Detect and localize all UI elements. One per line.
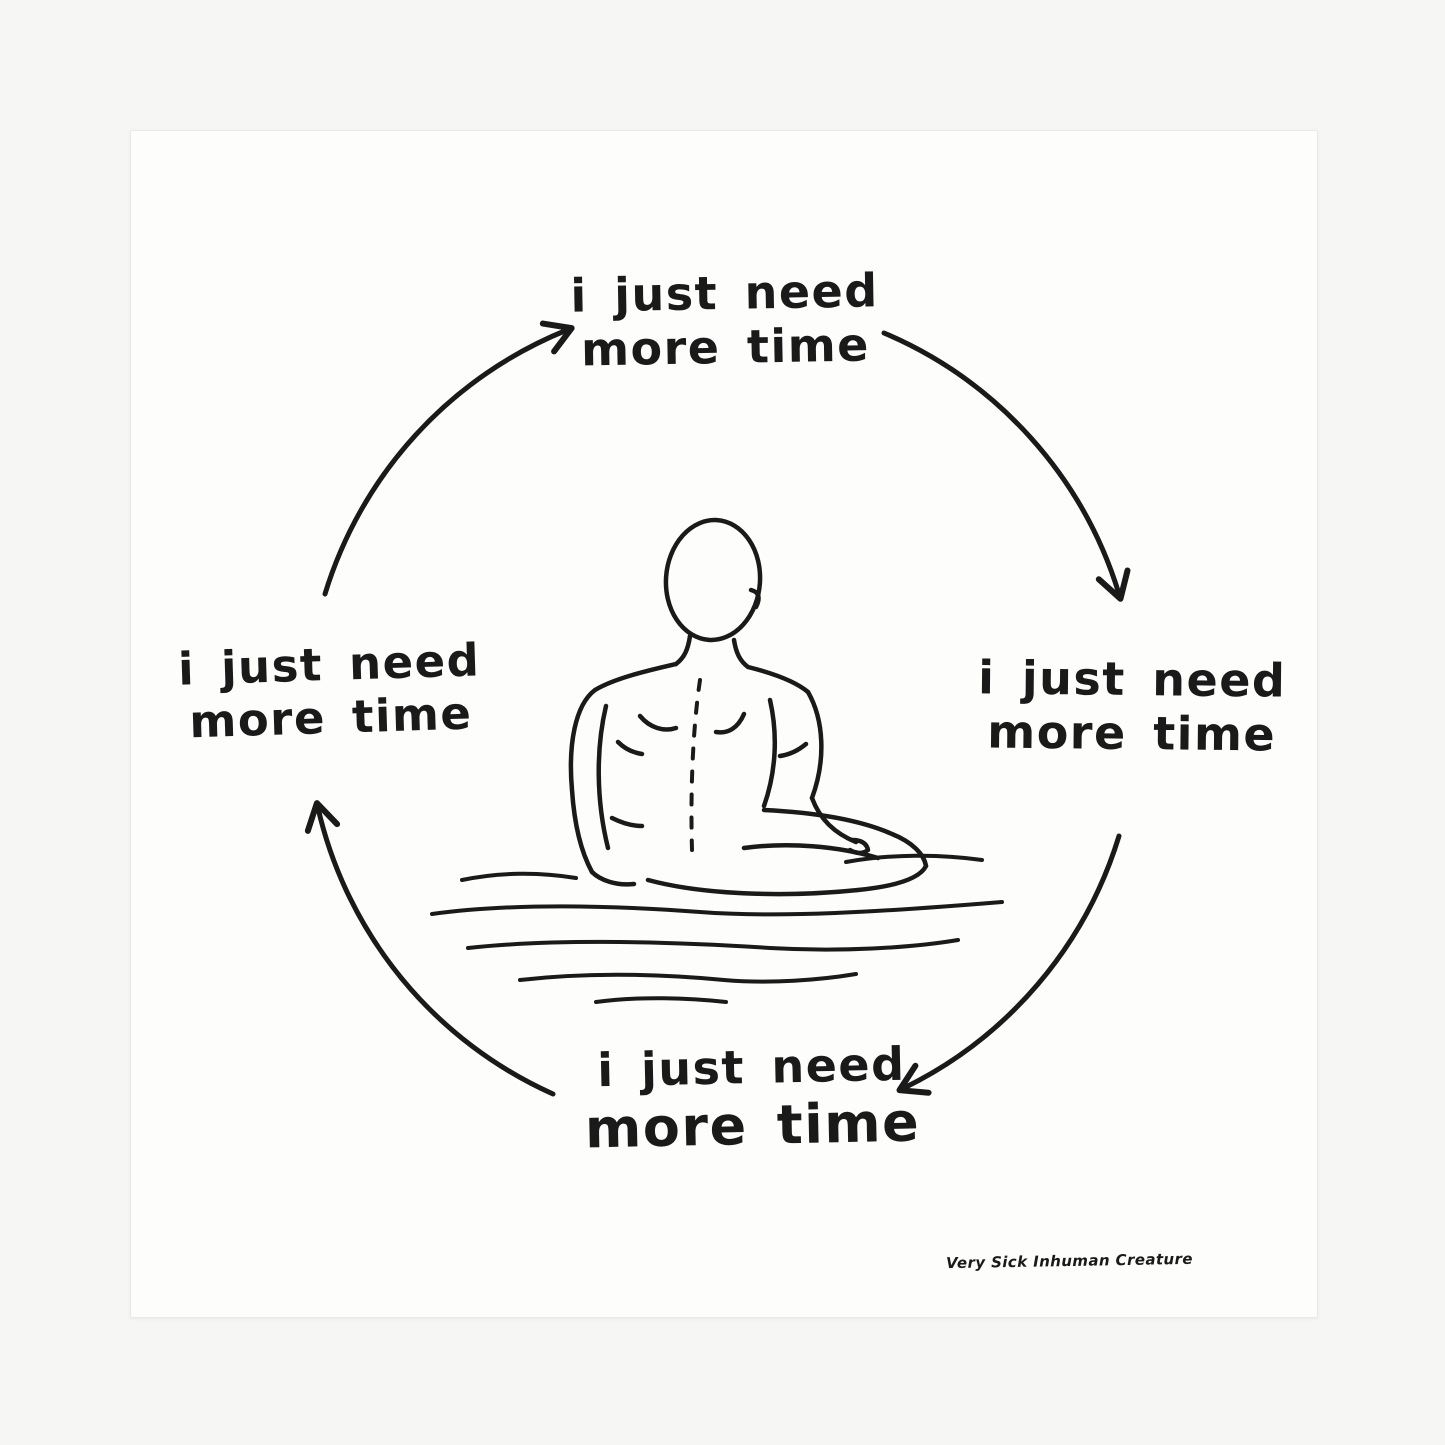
arrow-right-to-bottom-icon xyxy=(896,833,1122,1096)
cycle-label-line: more time xyxy=(987,704,1277,762)
cycle-label-line: more time xyxy=(584,1090,921,1161)
arrow-bottom-to-left-icon xyxy=(304,800,556,1097)
arrow-left-to-top-icon xyxy=(322,320,575,597)
water-ripples xyxy=(430,853,1004,1004)
poster-paper xyxy=(130,130,1318,1318)
cycle-label-right: i just need more time xyxy=(977,650,1287,762)
arrow-top-to-right-icon xyxy=(881,330,1131,602)
cycle-label-line: more time xyxy=(188,686,474,749)
figure-spine xyxy=(689,678,702,852)
cycle-label-top: i just need more time xyxy=(570,263,880,377)
cycle-label-left: i just need more time xyxy=(177,633,482,749)
cycle-label-bottom: i just need more time xyxy=(583,1037,921,1162)
figure-head xyxy=(663,517,763,643)
cycle-label-line: i just need xyxy=(596,1036,906,1098)
seated-figure xyxy=(568,517,929,897)
cycle-arrows xyxy=(304,320,1131,1097)
cycle-label-line: more time xyxy=(580,317,871,377)
cycle-label-line: i just need xyxy=(569,263,880,323)
cycle-label-line: i just need xyxy=(977,650,1287,708)
cycle-label-line: i just need xyxy=(177,633,482,696)
figure-ear xyxy=(748,587,761,610)
